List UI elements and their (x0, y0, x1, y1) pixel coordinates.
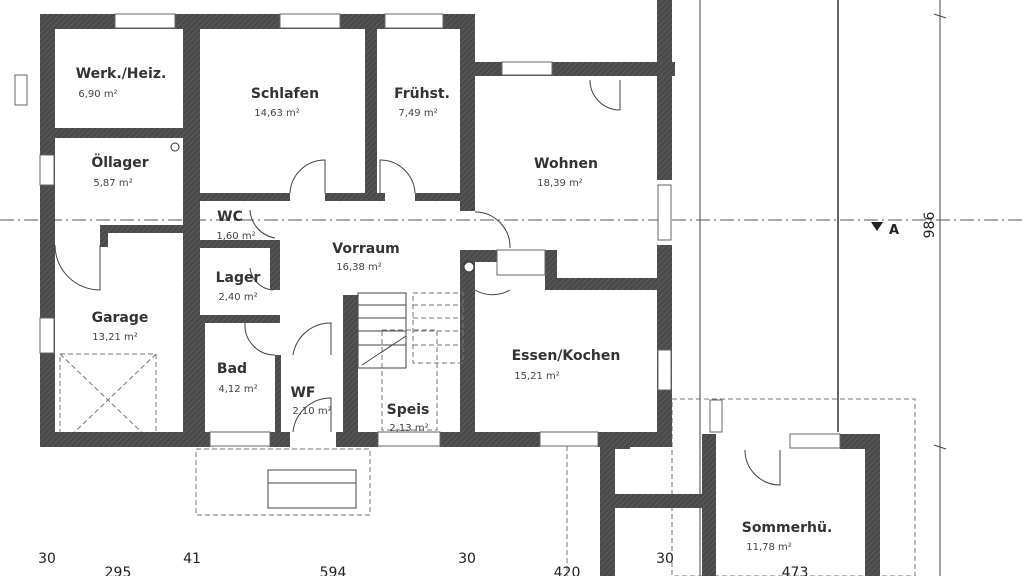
room-wf: WF 2,10 m² (290, 385, 331, 417)
room-name: WF (290, 385, 315, 401)
room-area: 13,21 m² (92, 332, 138, 343)
room-name: Essen/Kochen (512, 348, 621, 364)
room-name: Werk./Heiz. (76, 66, 167, 82)
chimney-icon (170, 142, 180, 152)
dimension-label: 295 (105, 565, 132, 576)
room-lager: Lager 2,40 m² (216, 270, 261, 303)
room-area: 1,60 m² (216, 231, 255, 242)
room-wc: WC 1,60 m² (216, 209, 255, 242)
section-marker-label: A (889, 223, 899, 238)
dimension-label: 41 (183, 551, 201, 567)
room-bad: Bad 4,12 m² (217, 361, 258, 395)
room-area: 11,78 m² (746, 542, 792, 553)
room-area: 16,38 m² (336, 262, 382, 273)
room-name: Garage (92, 310, 149, 326)
room-area: 5,87 m² (93, 178, 132, 189)
room-name: Vorraum (332, 241, 400, 257)
dimension-label: 420 (554, 565, 581, 576)
dimension-label: 30 (38, 551, 56, 567)
room-wohnen: Wohnen 18,39 m² (534, 156, 598, 189)
room-name: Sommerhü. (742, 520, 833, 536)
room-essen-kochen: Essen/Kochen 15,21 m² (512, 348, 621, 382)
room-vorraum: Vorraum 16,38 m² (332, 241, 400, 273)
room-area: 2,40 m² (218, 292, 257, 303)
room-area: 15,21 m² (514, 371, 560, 382)
windows (14, 13, 841, 449)
dimension-chain: 30 41 30 30 295 594 420 473 (38, 551, 808, 576)
room-speis: Speis 2,13 m² (387, 402, 430, 434)
room-name: Speis (387, 402, 430, 418)
dimension-label: 473 (782, 565, 809, 576)
walls (40, 0, 880, 576)
room-sommerhue: Sommerhü. 11,78 m² (742, 520, 833, 553)
room-area: 6,90 m² (78, 89, 117, 100)
dimension-label: 30 (656, 551, 674, 567)
vertical-dimension: 986 (922, 212, 938, 239)
room-area: 2,13 m² (389, 423, 428, 434)
room-garage: Garage 13,21 m² (92, 310, 149, 343)
room-name: Öllager (91, 153, 148, 171)
room-schlafen: Schlafen 14,63 m² (251, 86, 319, 119)
dimension-label: 30 (458, 551, 476, 567)
room-labels: Werk./Heiz. 6,90 m² Schlafen 14,63 m² Früh… (76, 66, 833, 553)
room-werk-heiz: Werk./Heiz. 6,90 m² (76, 66, 167, 100)
room-name: Wohnen (534, 156, 598, 172)
room-area: 2,10 m² (292, 406, 331, 417)
room-name: Lager (216, 270, 261, 286)
room-area: 14,63 m² (254, 108, 300, 119)
room-area: 7,49 m² (398, 108, 437, 119)
section-marker-icon (871, 222, 883, 231)
dimension-label: 594 (320, 565, 347, 576)
room-area: 4,12 m² (218, 384, 257, 395)
chimney-icon (463, 261, 475, 273)
reference-lines (59, 0, 947, 576)
room-name: Frühst. (394, 86, 450, 102)
staircase (267, 292, 464, 509)
room-fruehst: Frühst. 7,49 m² (394, 86, 450, 119)
room-name: Schlafen (251, 86, 319, 102)
room-name: Bad (217, 361, 247, 377)
doors (54, 79, 781, 486)
room-area: 18,39 m² (537, 178, 583, 189)
room-name: WC (217, 209, 243, 225)
room-oellager: Öllager 5,87 m² (91, 153, 148, 189)
